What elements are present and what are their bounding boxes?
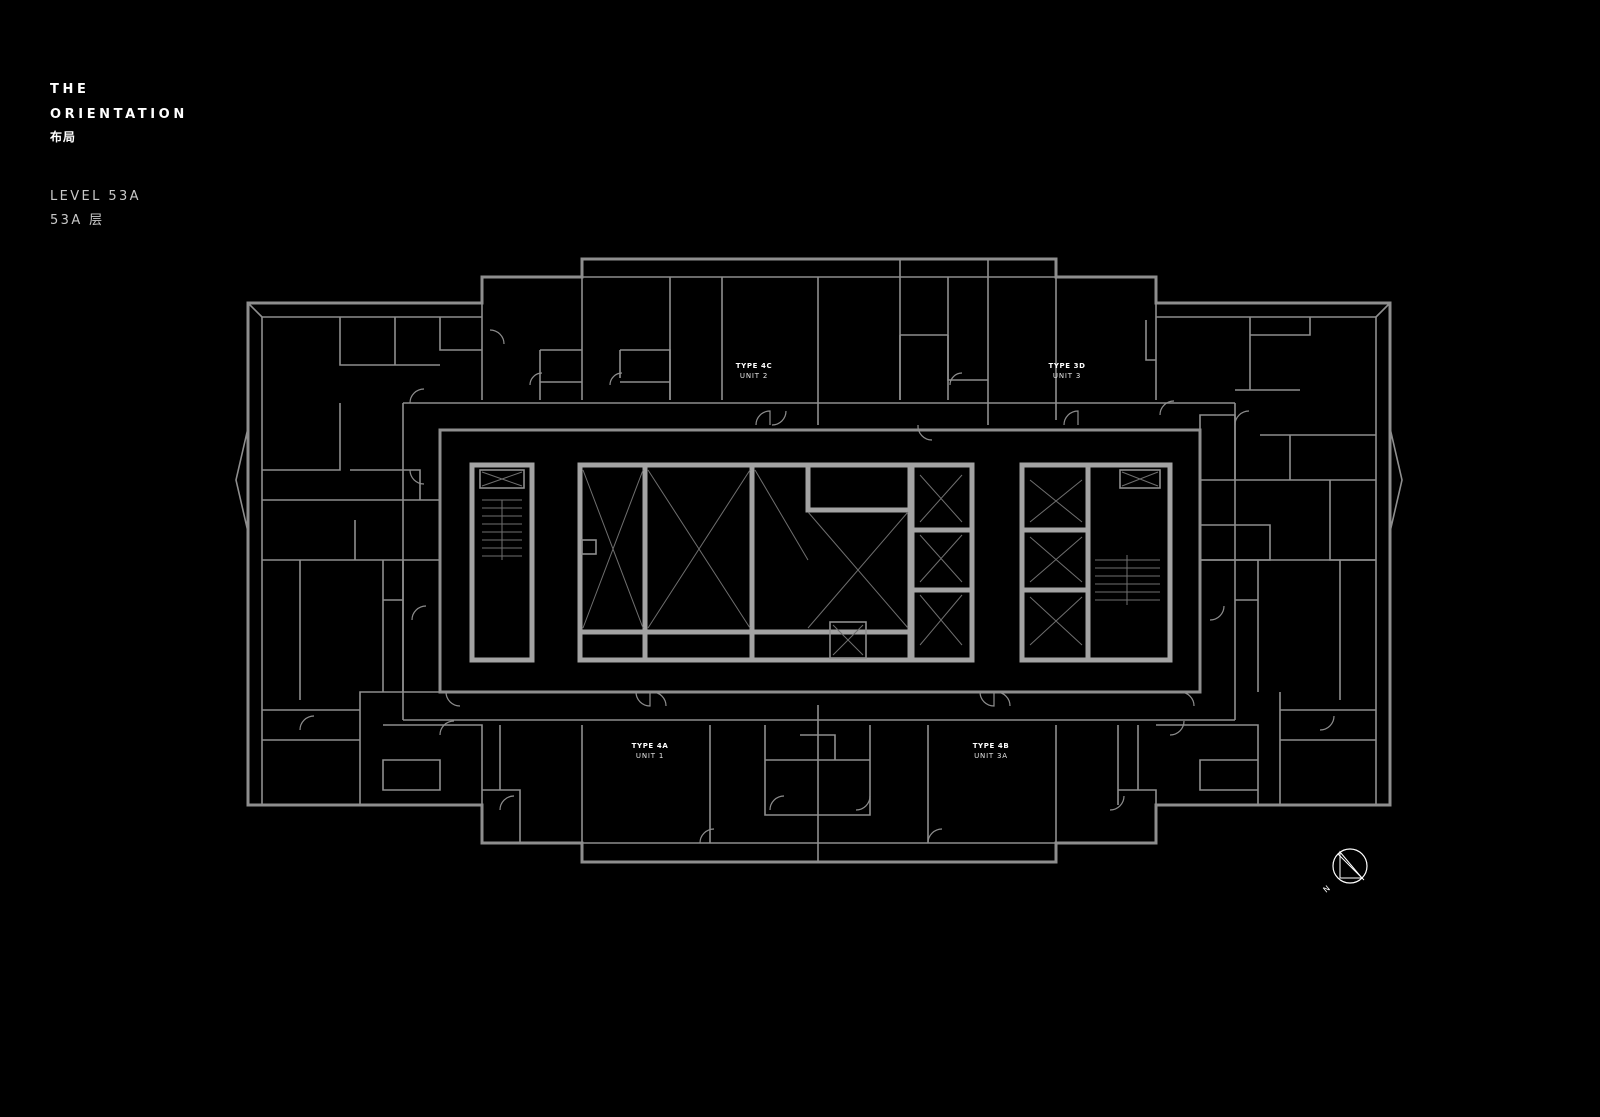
unit-label-type-4b: TYPE 4B UNIT 3A — [973, 742, 1010, 760]
unit-label-type-4c: TYPE 4C UNIT 2 — [736, 362, 772, 380]
unit-type-label: TYPE 4B — [973, 742, 1010, 750]
unit-type-label: TYPE 4C — [736, 362, 772, 370]
corridor-ring — [402, 402, 1236, 721]
upper-unit-walls — [262, 259, 1376, 561]
title-line-2: ORIENTATION — [50, 107, 188, 122]
compass-north-letter: N — [1322, 884, 1332, 895]
unit-number-label: UNIT 1 — [636, 752, 664, 760]
unit-type-label: TYPE 4A — [632, 742, 669, 750]
unit-label-type-4a: TYPE 4A UNIT 1 — [632, 742, 669, 760]
level-block: LEVEL 53A 53A 层 — [50, 185, 141, 233]
unit-number-label: UNIT 3A — [974, 752, 1008, 760]
unit-label-type-3d: TYPE 3D UNIT 3 — [1048, 362, 1085, 380]
level-chinese: 53A 层 — [50, 213, 105, 228]
lower-unit-walls — [262, 560, 1376, 862]
unit-number-label: UNIT 2 — [740, 372, 768, 380]
shaft-crosses — [481, 469, 1159, 656]
building-core — [469, 462, 1173, 663]
level-english: LEVEL 53A — [50, 189, 141, 204]
title-block: THE ORIENTATION 布局 — [50, 77, 188, 147]
north-compass-icon: N — [1322, 848, 1368, 895]
stairs — [482, 499, 1160, 605]
title-line-1: THE — [50, 82, 90, 97]
title-chinese: 布局 — [50, 130, 77, 144]
unit-type-label: TYPE 3D — [1048, 362, 1085, 370]
unit-number-label: UNIT 3 — [1053, 372, 1081, 380]
door-swings — [299, 329, 1335, 844]
